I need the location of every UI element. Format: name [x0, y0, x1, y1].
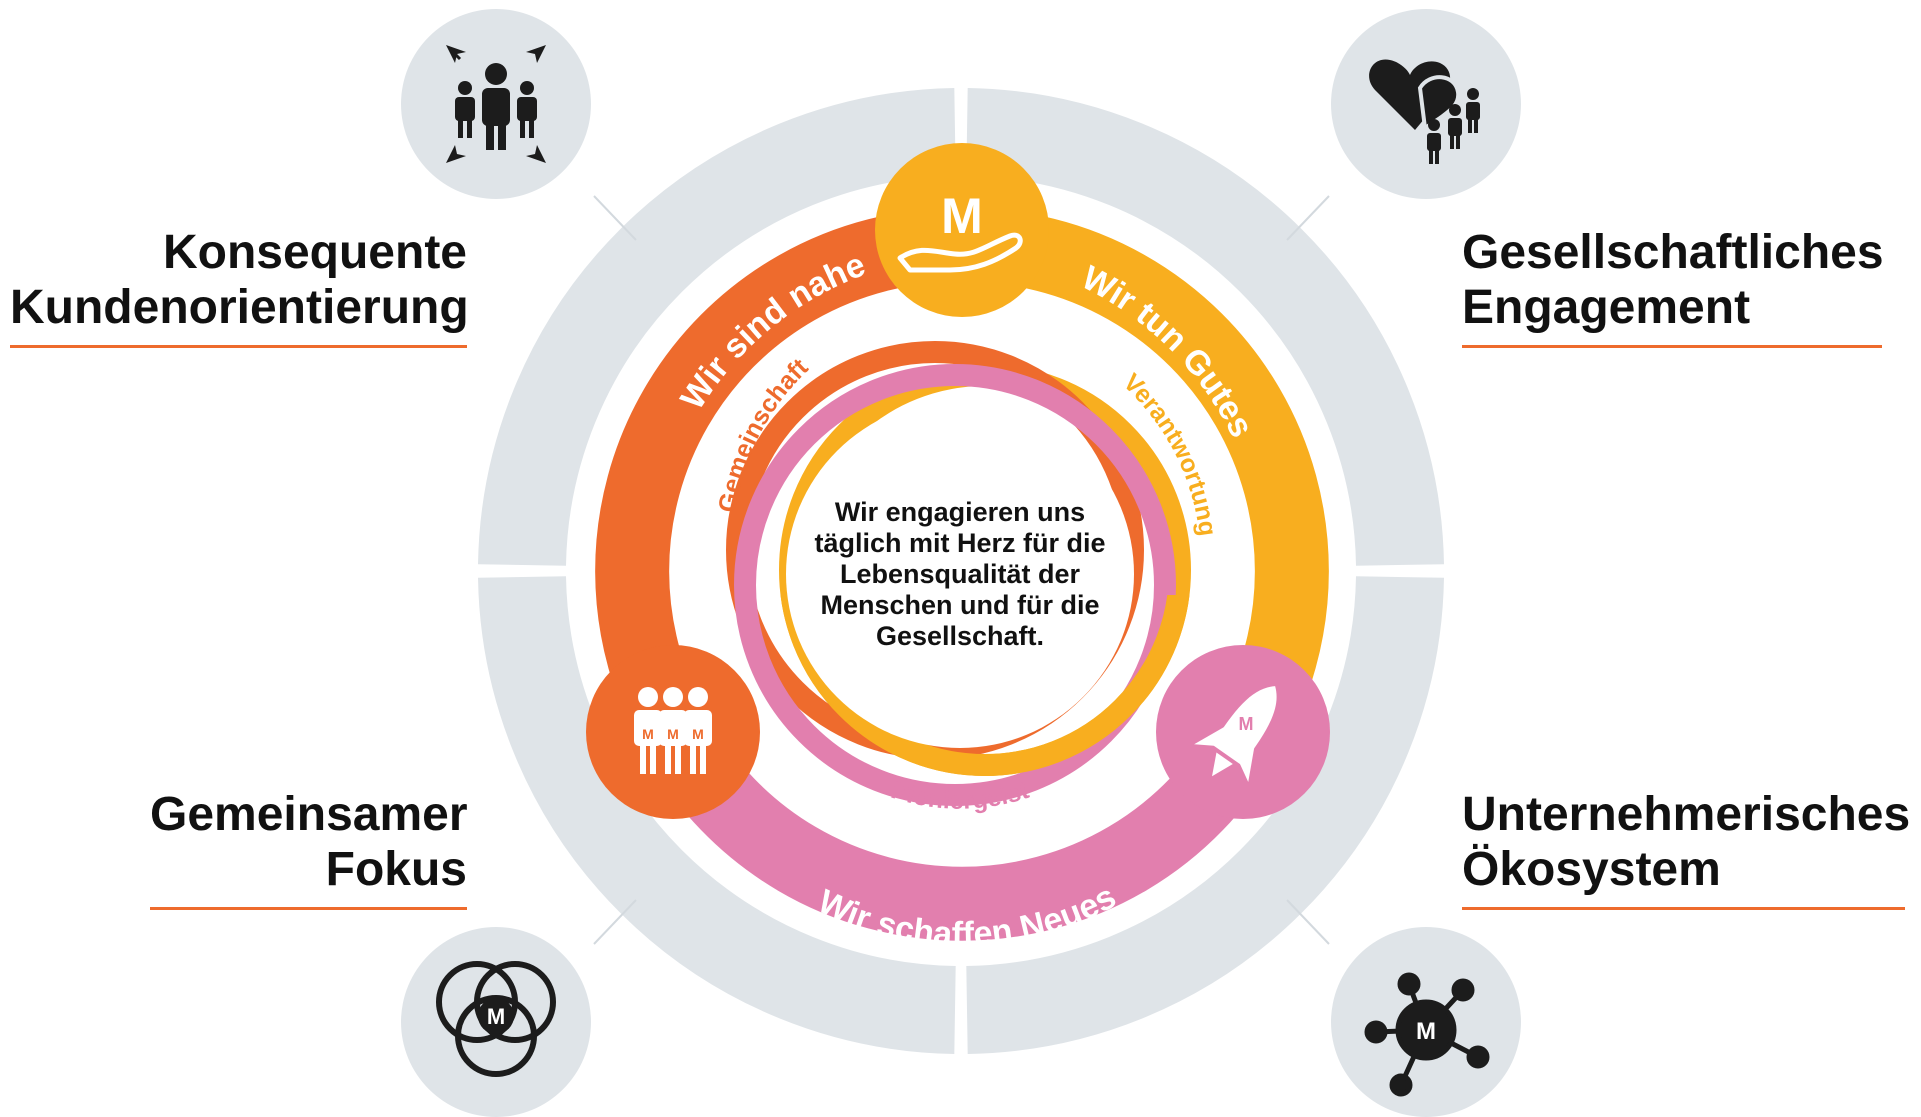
connector-lines	[593, 195, 1330, 945]
mission-line: Gesellschaft.	[875, 621, 1045, 651]
mission-statement: Wir engagieren uns täglich mit Herz für …	[790, 497, 1130, 652]
inner-ring-yellow-overlap	[780, 595, 1190, 776]
badge-top-circle	[875, 143, 1049, 317]
team-m-letter-2: M	[667, 726, 679, 742]
quadrant-title-line: Engagement	[1462, 281, 1751, 334]
inner-ring-pink	[734, 364, 1176, 806]
ring-quadrant-bottom-left	[478, 576, 956, 1054]
mission-line: Wir engagieren uns	[834, 497, 1086, 527]
badge-top-letter: M	[941, 188, 983, 244]
mission-line: täglich mit Herz für die	[814, 528, 1106, 558]
corner-bottom-right: M	[1331, 927, 1521, 1117]
connector-top-right	[1286, 195, 1330, 241]
corner-top-right	[1331, 9, 1521, 199]
quadrant-title-line: Gemeinsamer	[150, 788, 468, 841]
venn-center-dot	[478, 998, 514, 1034]
inner-white-center	[786, 400, 1134, 748]
ring-quadrant-top-left	[478, 88, 956, 566]
hand-m-icon	[897, 232, 1023, 273]
value-ring	[595, 207, 1329, 941]
value-label-pioniergeist: Pioniergeist	[888, 776, 1033, 815]
arc-pink	[644, 717, 1280, 941]
ring-quadrant-bottom-right	[966, 576, 1444, 1054]
ring-quadrant-top-right	[966, 88, 1444, 566]
venn-circles-icon	[436, 961, 556, 1077]
badge-right: M	[1156, 645, 1330, 819]
team-m-letter-1: M	[642, 726, 654, 742]
quadrant-title-line: Konsequente	[162, 226, 467, 279]
team-m-letter-3: M	[692, 726, 704, 742]
quadrant-title-line: Kundenorientierung	[10, 281, 469, 334]
quadrant-title-common-focus: Gemeinsamer Fokus	[150, 787, 468, 910]
network-hub-icon	[1364, 972, 1490, 1097]
connector-bottom-right	[1286, 899, 1330, 945]
connector-bottom-left	[593, 899, 637, 945]
customer-focus-icon	[446, 45, 546, 163]
mission-line: Menschen und für die	[820, 590, 1100, 620]
arc-orange	[595, 207, 962, 755]
outer-quadrant-ring	[478, 88, 1444, 1054]
heart-people-icon	[1369, 59, 1480, 164]
corner-top-left	[401, 9, 591, 199]
venn-letter: M	[487, 1004, 505, 1029]
corner-bottom-left: M	[401, 927, 591, 1117]
mission-line: Lebensqualität der	[839, 559, 1081, 589]
quadrant-title-customer-focus: Konsequente Kundenorientierung	[10, 225, 469, 348]
badge-left: M M M	[586, 645, 760, 819]
quadrant-title-ecosystem: Unternehmerisches Ökosystem	[1462, 787, 1911, 910]
quadrant-title-line: Ökosystem	[1462, 843, 1721, 896]
quadrant-title-line: Fokus	[325, 843, 467, 896]
connector-top-left	[593, 195, 637, 241]
quadrant-title-line: Gesellschaftliches	[1462, 226, 1884, 279]
quadrant-title-social-engagement: Gesellschaftliches Engagement	[1462, 225, 1884, 348]
team-m-icon	[634, 687, 712, 774]
badge-top: M	[875, 143, 1049, 317]
rocket-letter: M	[1239, 714, 1254, 734]
inner-rings	[726, 341, 1191, 806]
arc-yellow	[960, 207, 1329, 755]
hub-letter: M	[1416, 1018, 1436, 1045]
quadrant-title-line: Unternehmerisches	[1462, 788, 1911, 841]
rocket-icon	[1194, 686, 1277, 783]
